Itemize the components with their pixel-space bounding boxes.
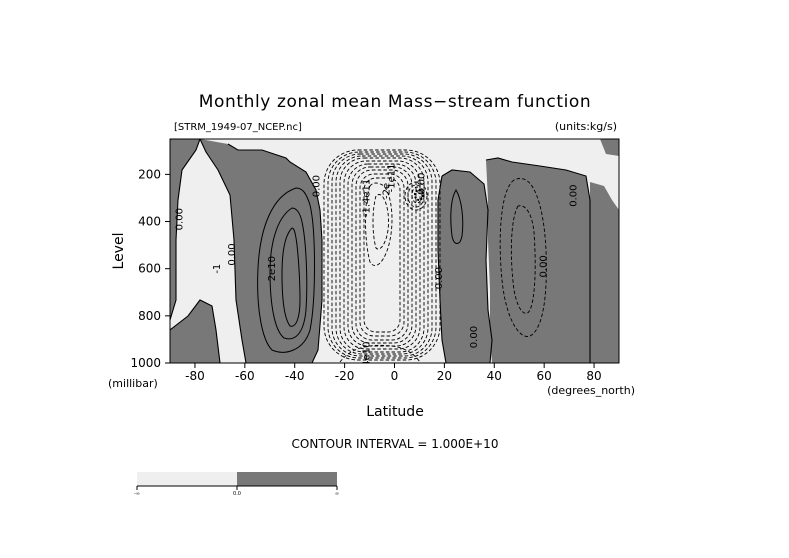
- x-axis: -80 -60 -40 -20 0 20 40 60 80: [185, 363, 602, 383]
- contour-label: 0.00: [312, 175, 323, 197]
- x-tick-label: -20: [335, 369, 355, 383]
- source-file-label: [STRM_1949-07_NCEP.nc]: [174, 122, 302, 133]
- contour-label: 0.00: [416, 173, 427, 195]
- units-label: (units:kg/s): [555, 120, 617, 133]
- y-axis: 200 400 600 800 1000: [130, 167, 170, 370]
- colorbar-positive-swatch: [237, 472, 337, 486]
- x-tick-label: -60: [235, 369, 255, 383]
- positive-region-northern-subtropic: [486, 158, 590, 363]
- y-axis-title: Level: [111, 233, 127, 270]
- contour-label: 2e10: [267, 256, 278, 281]
- contour-label: -2e: [382, 183, 393, 199]
- colorbar-label-max: ∞: [335, 491, 339, 497]
- x-tick-label: 40: [487, 369, 502, 383]
- positive-region-top-right: [600, 139, 619, 156]
- contour-label: 0.00: [569, 184, 580, 206]
- x-tick-label: -40: [285, 369, 305, 383]
- contour-label: -1: [212, 264, 223, 274]
- contour-interval-label: CONTOUR INTERVAL = 1.000E+10: [292, 437, 499, 451]
- contour-label: 0.00: [469, 326, 480, 348]
- y-tick-label: 600: [138, 262, 161, 276]
- contour-label: 0.00: [434, 267, 445, 289]
- x-tick-label: 0: [391, 369, 399, 383]
- positive-contours: [257, 187, 464, 353]
- positive-region-polar-north: [590, 182, 619, 363]
- plot-area: 0.00 0.00 -1 2e10 0.00 -1.4e11 -2e-1e11 -4e10 0.…: [170, 139, 619, 370]
- y-tick-label: 1000: [130, 356, 161, 370]
- negative-contours: [323, 149, 547, 363]
- contour-label: 0.00: [227, 243, 238, 265]
- contour-label: -1.4e11: [362, 179, 373, 217]
- x-axis-unit: (degrees_north): [547, 384, 635, 397]
- colorbar-label-zero: 0.0: [233, 491, 241, 497]
- zero-contours: [170, 139, 591, 363]
- positive-region-bottom-left: [170, 300, 220, 363]
- chart-title: Monthly zonal mean Mass−stream function: [199, 92, 592, 112]
- contour-labels: 0.00 0.00 -1 2e10 0.00 -1.4e11 -2e-1e11 -4e10 0.…: [174, 163, 580, 370]
- colorbar-negative-swatch: [137, 472, 237, 486]
- contour-label: 0.00: [539, 255, 550, 277]
- x-tick-label: 20: [437, 369, 452, 383]
- colorbar: -∞ 0.0 ∞: [134, 472, 339, 497]
- contour-label: 0.00: [174, 208, 185, 230]
- contour-label: -4e10: [362, 341, 373, 370]
- contour-label: -1e11: [387, 163, 398, 192]
- x-tick-label: 60: [537, 369, 552, 383]
- y-axis-unit: (millibar): [108, 377, 158, 390]
- colorbar-label-min: -∞: [134, 491, 140, 497]
- positive-region-northern-cell: [438, 170, 492, 363]
- jet-core-marker: [414, 189, 424, 201]
- positive-region-far-south: [170, 139, 200, 320]
- y-tick-label: 400: [138, 215, 161, 229]
- x-tick-label: -80: [185, 369, 205, 383]
- x-axis-title: Latitude: [366, 404, 424, 420]
- y-tick-label: 200: [138, 167, 161, 181]
- x-tick-label: 80: [586, 369, 601, 383]
- y-tick-label: 800: [138, 309, 161, 323]
